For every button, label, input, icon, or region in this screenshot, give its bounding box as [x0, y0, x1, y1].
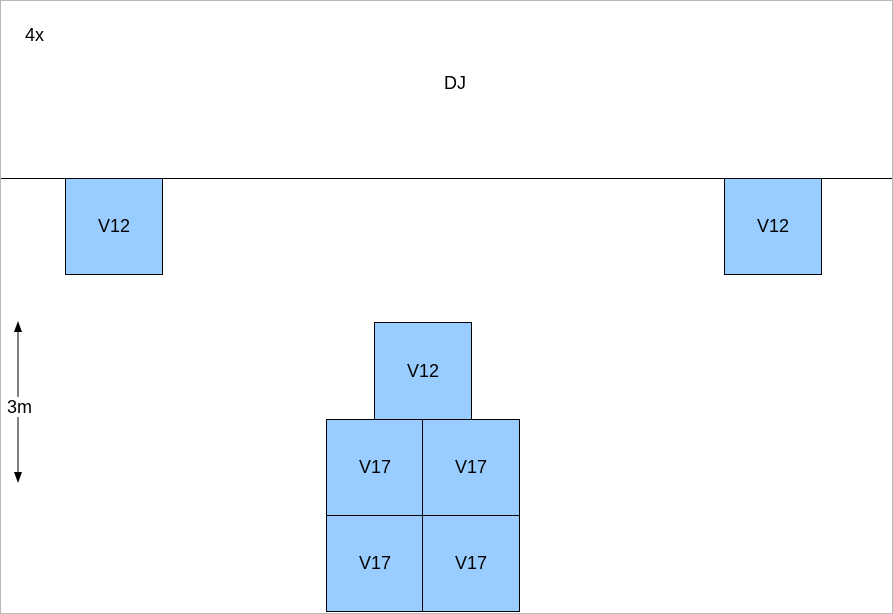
speaker-top-right: V12 — [724, 178, 822, 275]
dimension-label: 3m — [6, 397, 34, 417]
speaker-stack-r2-right: V17 — [422, 515, 520, 612]
speaker-stack-r1-left: V17 — [326, 419, 424, 516]
speaker-top-left: V12 — [65, 178, 163, 275]
speaker-stack-r1-right: V17 — [422, 419, 520, 516]
speaker-center-top: V12 — [374, 322, 472, 420]
multiplier-label: 4x — [25, 25, 45, 45]
speaker-stack-r2-left: V17 — [326, 515, 424, 612]
stage-edge-line — [1, 178, 892, 179]
stage-label: DJ — [444, 73, 466, 93]
